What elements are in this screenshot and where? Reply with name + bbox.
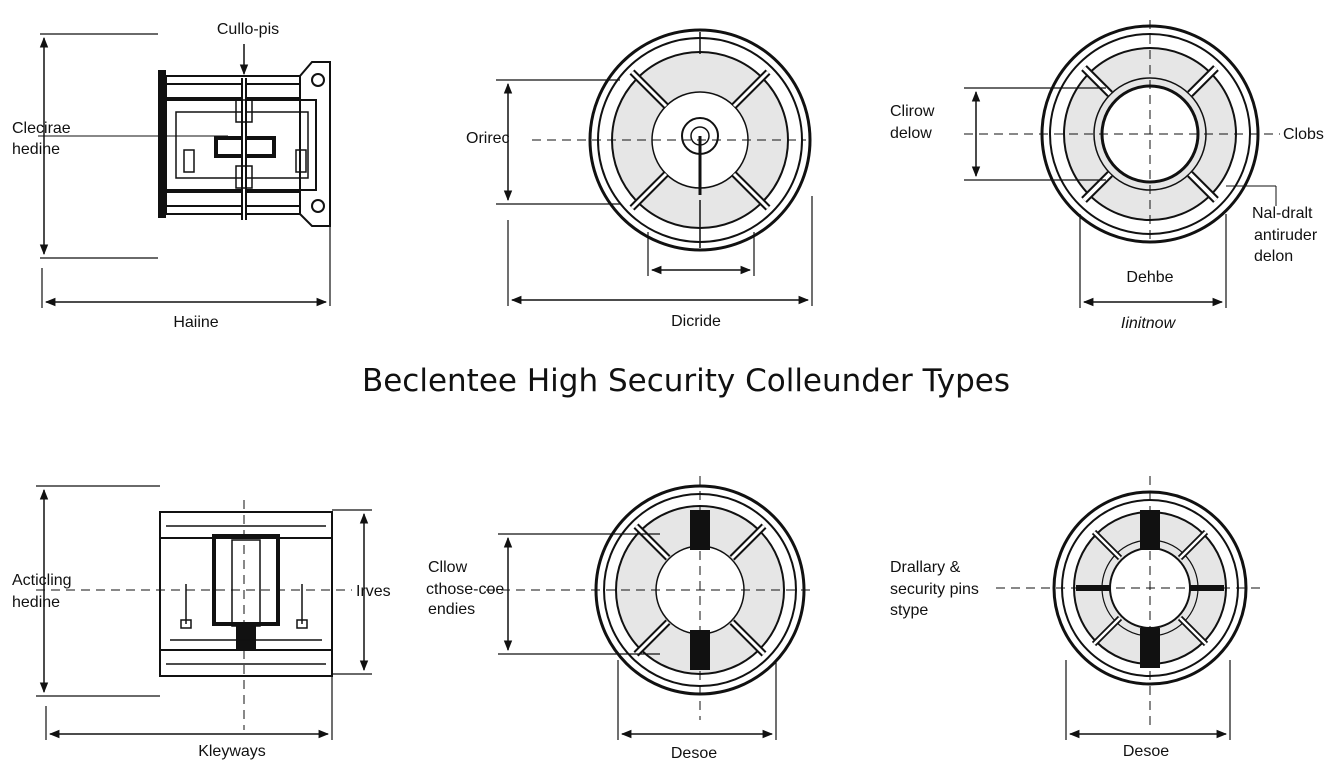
label-delow: delow <box>890 125 932 142</box>
label-drallary: Drallary & <box>890 559 961 576</box>
panel-top-center: Orirec Dicride <box>466 28 813 330</box>
label-nal-dralt: Nal-dralt <box>1252 205 1313 222</box>
label-dehbe: Dehbe <box>1126 269 1173 286</box>
label-hedine: hedine <box>12 141 60 158</box>
label-clirow: Clirow <box>890 103 935 120</box>
label-dicride: Dicride <box>671 313 721 330</box>
label-clobs: Clobs <box>1283 126 1324 143</box>
label-kleyways: Kleyways <box>198 743 266 760</box>
label-delon: delon <box>1254 248 1293 265</box>
label-cllow: Cllow <box>428 559 468 576</box>
label-acticling: Acticling <box>12 572 72 589</box>
label-security-pins: security pins <box>890 581 979 598</box>
page-title: Beclentee High Security Colleunder Types <box>362 363 1010 399</box>
panel-bottom-right: Drallary & security pins stype Desoe <box>890 476 1266 760</box>
panel-top-left: Cullo-pis Clecirae hedine Haiine <box>12 21 331 331</box>
cylinder-side-view-top <box>158 61 331 227</box>
label-clecirae: Clecirae <box>12 120 71 137</box>
label-desoe-center: Desoe <box>671 745 717 762</box>
label-irves: Irves <box>356 583 391 600</box>
label-cthose-coe: cthose-coe <box>426 581 504 598</box>
label-orirec: Orirec <box>466 130 510 147</box>
label-iinitnow: Iinitnow <box>1121 315 1177 332</box>
label-haiine: Haiine <box>173 314 218 331</box>
label-endies: endies <box>428 601 475 618</box>
cylinder-side-view-bottom <box>159 500 333 730</box>
label-stype: stype <box>890 602 928 619</box>
label-hedine-bottom: hedine <box>12 594 60 611</box>
panel-top-right: Clirow delow Clobs Nal-dralt antiruder d… <box>890 20 1324 332</box>
label-antiruder: antiruder <box>1254 227 1318 244</box>
panel-bottom-center: Cllow cthose-coe endies Desoe <box>426 476 812 762</box>
panel-bottom-left: Acticling hedine Irves Kleyways <box>12 485 391 760</box>
label-desoe-right: Desoe <box>1123 743 1169 760</box>
label-cullo-pis: Cullo-pis <box>217 21 279 38</box>
